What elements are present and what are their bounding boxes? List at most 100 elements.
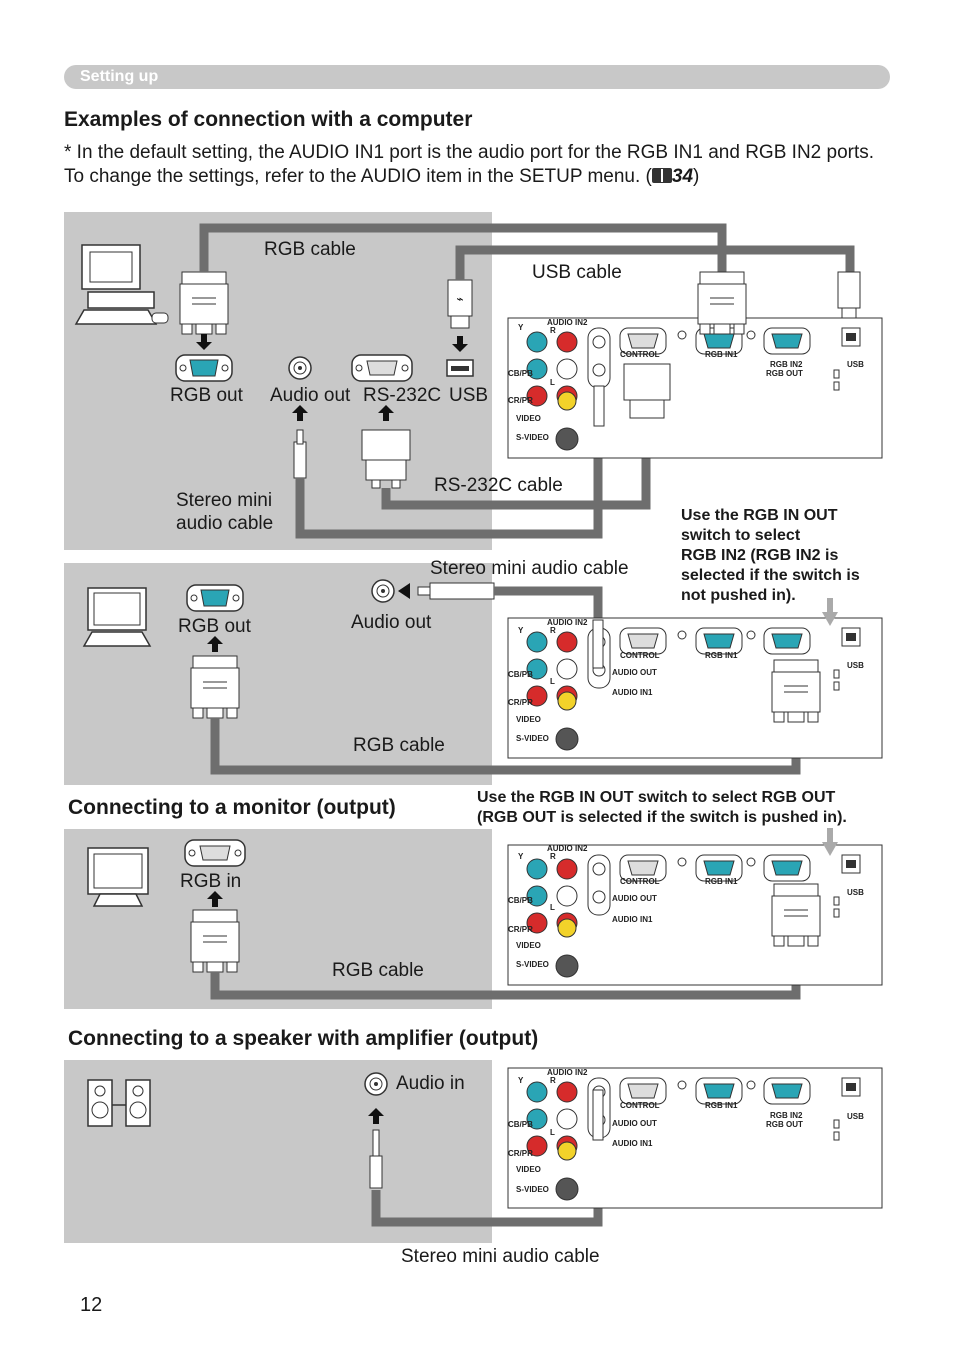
rgb-out-switch-note-line1: Use the RGB IN OUT switch to select RGB … bbox=[477, 789, 836, 806]
section-header-label: Setting up bbox=[80, 68, 159, 85]
proj-label-video: VIDEO bbox=[516, 414, 541, 423]
proj-label-cr: CR/PR bbox=[508, 1149, 533, 1158]
switch-pointer-arrow-2 bbox=[822, 598, 838, 626]
book-icon bbox=[651, 168, 672, 183]
proj-label-rgb-in1: RGB IN1 bbox=[705, 350, 738, 359]
proj-label-rgb-in1: RGB IN1 bbox=[705, 1101, 738, 1110]
proj-label-audio-in1: AUDIO IN1 bbox=[612, 915, 653, 924]
proj-label-r: R bbox=[550, 326, 556, 335]
projector-panel-1 bbox=[507, 317, 883, 459]
intro-text: * In the default setting, the AUDIO IN1 … bbox=[64, 142, 875, 187]
rgb-cable-label-2: RGB cable bbox=[353, 735, 445, 756]
proj-label-usb: USB bbox=[847, 661, 864, 670]
projector-panel-4 bbox=[507, 1067, 883, 1209]
audio-in-jack-4 bbox=[364, 1072, 388, 1096]
proj-label-l: L bbox=[550, 378, 555, 387]
proj-label-control: CONTROL bbox=[620, 651, 660, 660]
projector-usb-plug-1 bbox=[837, 271, 861, 319]
audio-in-label: Audio in bbox=[396, 1073, 465, 1094]
usb-label: USB bbox=[449, 385, 489, 406]
proj-label-audio-out: AUDIO OUT bbox=[612, 668, 657, 677]
proj-label-video: VIDEO bbox=[516, 1165, 541, 1174]
stereo-mini-plug-1 bbox=[293, 429, 307, 479]
proj-label-video: VIDEO bbox=[516, 715, 541, 724]
note-line: not pushed in). bbox=[681, 587, 796, 604]
proj-label-l: L bbox=[550, 1128, 555, 1137]
intro-close: ) bbox=[693, 166, 700, 187]
stereo-mini-plug-4 bbox=[369, 1129, 383, 1189]
rgb-in2-switch-note: Use the RGB IN OUT switch to select RGB … bbox=[681, 506, 860, 606]
proj-label-rgb-out: RGB OUT bbox=[766, 369, 803, 378]
audio-out-label-1: Audio out bbox=[270, 385, 351, 406]
proj-label-audio-in2: AUDIO IN2 bbox=[547, 844, 588, 853]
rgb-out-label-1: RGB out bbox=[170, 385, 243, 406]
stereo-mini-cable-label-4: Stereo mini audio cable bbox=[401, 1246, 600, 1267]
rgb-in-label: RGB in bbox=[180, 871, 242, 892]
page-title: Examples of connection with a computer bbox=[64, 108, 473, 131]
proj-label-r: R bbox=[550, 1076, 556, 1085]
note-line: RGB IN2 (RGB IN2 is bbox=[681, 547, 839, 564]
projector-rs232c-plug-1 bbox=[623, 363, 671, 419]
projector-rgb-plug-2 bbox=[771, 659, 821, 723]
proj-label-usb: USB bbox=[847, 360, 864, 369]
proj-label-video: VIDEO bbox=[516, 941, 541, 950]
proj-label-cb: CB/PB bbox=[508, 670, 533, 679]
proj-label-control: CONTROL bbox=[620, 1101, 660, 1110]
proj-label-cb: CB/PB bbox=[508, 369, 533, 378]
proj-label-cb: CB/PB bbox=[508, 896, 533, 905]
intro-page-ref: 34 bbox=[671, 166, 694, 187]
proj-label-rgb-in1: RGB IN1 bbox=[705, 877, 738, 886]
proj-label-s-video: S-VIDEO bbox=[516, 960, 549, 969]
projector-panel-2 bbox=[507, 617, 883, 759]
rgb-out-port-2 bbox=[186, 584, 244, 612]
proj-label-audio-in1: AUDIO IN1 bbox=[612, 1139, 653, 1148]
monitor-icon bbox=[87, 847, 149, 907]
laptop-icon bbox=[82, 587, 152, 647]
usb-cable-label: USB cable bbox=[532, 262, 622, 283]
proj-label-cb: CB/PB bbox=[508, 1120, 533, 1129]
proj-label-usb: USB bbox=[847, 1112, 864, 1121]
rgb-cable-label-3: RGB cable bbox=[332, 960, 424, 981]
proj-label-s-video: S-VIDEO bbox=[516, 433, 549, 442]
switch-pointer-arrow-3 bbox=[822, 828, 838, 856]
proj-label-r: R bbox=[550, 852, 556, 861]
rgb-plug-3 bbox=[190, 909, 240, 973]
proj-label-rgb-in2: RGB IN2 bbox=[770, 360, 803, 369]
proj-label-audio-in2: AUDIO IN2 bbox=[547, 618, 588, 627]
usb-port-icon-1 bbox=[446, 359, 474, 377]
proj-label-s-video: S-VIDEO bbox=[516, 1185, 549, 1194]
arrow-down-icon bbox=[196, 334, 212, 350]
proj-label-s-video: S-VIDEO bbox=[516, 734, 549, 743]
audio-out-label-2: Audio out bbox=[351, 612, 432, 633]
stereo-mini-plug-2 bbox=[398, 582, 495, 600]
arrow-up-icon bbox=[292, 405, 308, 421]
audio-out-jack-2 bbox=[371, 579, 395, 603]
projector-audio-plug-2 bbox=[592, 619, 604, 669]
audio-out-jack-1 bbox=[288, 356, 312, 380]
proj-label-control: CONTROL bbox=[620, 350, 660, 359]
projector-rgb-plug-3 bbox=[771, 883, 821, 947]
proj-label-l: L bbox=[550, 677, 555, 686]
usb-plug-1: ⌁ bbox=[447, 279, 473, 329]
arrow-up-icon bbox=[207, 636, 223, 652]
proj-label-audio-out: AUDIO OUT bbox=[612, 1119, 657, 1128]
stereo-mini-cable-label-2: Stereo mini audio cable bbox=[430, 558, 629, 579]
note-line: Use the RGB IN OUT bbox=[681, 507, 838, 524]
proj-label-rgb-in2: RGB IN2 bbox=[770, 1111, 803, 1120]
svg-text:⌁: ⌁ bbox=[456, 292, 463, 306]
rgb-out-port-1 bbox=[175, 354, 233, 382]
stereo-mini-label-line1: Stereo mini bbox=[176, 490, 273, 511]
projector-panel-3 bbox=[507, 844, 883, 986]
arrow-up-icon bbox=[378, 405, 394, 421]
proj-label-y: Y bbox=[518, 852, 524, 861]
stereo-mini-label-line2: audio cable bbox=[176, 513, 274, 534]
rs232c-label: RS-232C bbox=[363, 385, 442, 406]
proj-label-cr: CR/PR bbox=[508, 925, 533, 934]
arrow-up-icon bbox=[207, 891, 223, 907]
computer-desktop-icon bbox=[74, 244, 169, 325]
arrow-up-icon bbox=[368, 1108, 384, 1124]
note-line: switch to select bbox=[681, 527, 801, 544]
proj-label-audio-in1: AUDIO IN1 bbox=[612, 688, 653, 697]
speaker-icon bbox=[87, 1079, 151, 1127]
proj-label-usb: USB bbox=[847, 888, 864, 897]
